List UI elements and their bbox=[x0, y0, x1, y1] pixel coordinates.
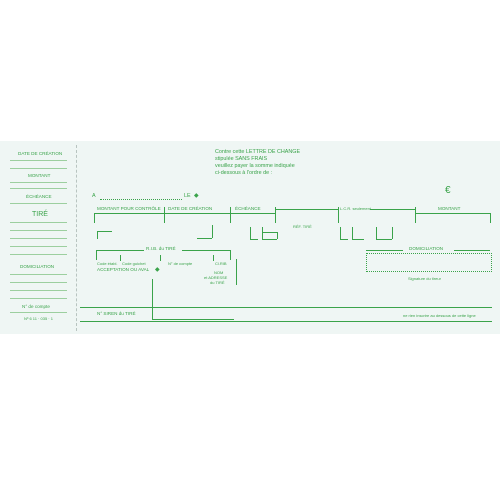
header-line-3: veuillez payer la somme indiquée bbox=[215, 163, 295, 169]
stub-date-creation-label: DATE DE CRÉATION bbox=[18, 151, 63, 156]
nom-line-3: du TIRÉ bbox=[210, 280, 225, 285]
col-montant: MONTANT bbox=[438, 206, 461, 211]
place-input-line[interactable] bbox=[100, 199, 182, 200]
rib-title: R.I.B. du TIRÉ bbox=[146, 246, 176, 251]
acceptation-box-left bbox=[152, 279, 153, 319]
header-line-4: ci-dessous à l'ordre de : bbox=[215, 170, 273, 176]
date-prefix: LE bbox=[184, 193, 191, 199]
perforation-line bbox=[76, 145, 77, 331]
header-line-2: stipulée SANS FRAIS bbox=[215, 156, 268, 162]
siren-label: N° SIREN du TIRÉ bbox=[97, 311, 136, 316]
stub-montant-label: MONTANT bbox=[28, 173, 51, 178]
stub-echeance-label: ÉCHÉANCE bbox=[26, 194, 52, 199]
col-lcr-seulement: L.C.R. seulement bbox=[340, 206, 371, 211]
arrow-right-icon: ◆ bbox=[194, 193, 199, 199]
col-ref-tire: RÉF. TIRÉ bbox=[293, 224, 312, 229]
arrow-right-icon: ◆ bbox=[155, 267, 160, 273]
machine-read-line bbox=[80, 321, 492, 322]
col-echeance: ÉCHÉANCE bbox=[235, 206, 261, 211]
footer-note: ne rien inscrire au dessous de cette lig… bbox=[403, 313, 476, 318]
domiciliation-box[interactable] bbox=[366, 253, 492, 272]
header-line-1: Contre cette LETTRE DE CHANGE bbox=[215, 149, 301, 155]
acceptation-label: ACCEPTATION OU AVAL bbox=[97, 267, 150, 272]
col-date-creation: DATE DE CRÉATION bbox=[168, 206, 213, 211]
place-prefix: A bbox=[92, 193, 96, 199]
stub-reference-code: Nº 6 11 · 035 · 1 bbox=[24, 316, 53, 321]
rib-code-guichet: Code guichet bbox=[122, 261, 146, 266]
euro-icon: € bbox=[445, 185, 451, 196]
signature-label: Signature du tireur bbox=[408, 276, 441, 281]
domiciliation-label: DOMICILIATION bbox=[409, 246, 444, 251]
bill-of-exchange-form: DATE DE CRÉATION MONTANT ÉCHÉANCE TIRÉ D… bbox=[0, 141, 500, 334]
acceptation-box-bottom bbox=[152, 319, 234, 320]
rib-code-etab: Code établ. bbox=[97, 261, 118, 266]
siren-top-line bbox=[80, 307, 492, 308]
rib-num-compte: N° de compte bbox=[168, 261, 193, 266]
stub-domiciliation-label: DOMICILIATION bbox=[20, 264, 55, 269]
stub-tire-label: TIRÉ bbox=[32, 211, 48, 218]
col-montant-controle: MONTANT POUR CONTRÔLE bbox=[97, 206, 161, 211]
rib-cle: Cl.RIB bbox=[215, 261, 227, 266]
nom-line-2: et ADRESSE bbox=[204, 275, 228, 280]
stub-num-compte-label: N° de compte bbox=[22, 304, 50, 309]
nom-line-1: NOM bbox=[214, 270, 224, 275]
